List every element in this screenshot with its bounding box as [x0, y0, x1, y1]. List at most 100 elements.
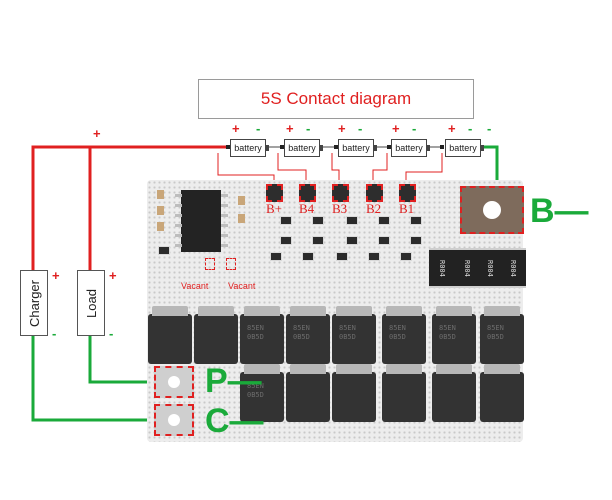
tap-wire-b3 — [331, 153, 340, 186]
smd-resistor — [280, 216, 292, 225]
cell-minus-sign: - — [306, 121, 311, 136]
cell-minus-sign: - — [487, 121, 492, 136]
tap-label-b2: B2 — [366, 201, 382, 216]
positive-wires — [31, 145, 230, 270]
smd-capacitor — [157, 190, 164, 199]
shunt-resistor-2: R004 — [454, 248, 480, 288]
cell-plus-sign: + — [392, 121, 400, 136]
vacant-label-2: Vacant — [228, 281, 256, 291]
battery-cell-1: battery — [230, 139, 269, 157]
load-minus-sign: - — [109, 326, 114, 341]
smd-transistor — [368, 252, 380, 261]
mosfet-marking: 85EN 0B5D — [247, 324, 264, 341]
cell-plus-sign: + — [232, 121, 240, 136]
tap-label-b4: B4 — [299, 201, 315, 216]
battery-cell-3: battery — [338, 139, 377, 157]
smd-transistor — [270, 252, 282, 261]
tap-label-b1: B1 — [399, 201, 415, 216]
smd-transistor — [378, 236, 390, 245]
charger-minus-sign: - — [52, 326, 57, 341]
smd-resistor — [346, 216, 358, 225]
tap-label-b-plus: B+ — [266, 201, 283, 216]
mosfet — [432, 364, 476, 422]
ic-pin — [175, 244, 182, 247]
charger-label: Charger — [26, 279, 42, 327]
vacant-pad-2 — [226, 258, 236, 270]
mosfet — [286, 364, 330, 422]
tap-wire-b2 — [372, 153, 388, 186]
cell-plus-sign: + — [448, 121, 456, 136]
smd-transistor — [400, 252, 412, 261]
tap-pad-b4 — [299, 184, 316, 202]
mosfet: 85EN 0B5D — [332, 306, 376, 364]
mosfet — [480, 364, 524, 422]
tap-pad-b3 — [332, 184, 349, 202]
main-positive-wire — [31, 145, 230, 270]
terminal-label-b-minus: B— — [530, 192, 589, 230]
ic-pin — [175, 204, 182, 207]
smd-resistor — [378, 216, 390, 225]
cell-minus-sign: - — [468, 121, 473, 136]
mosfet: 85EN 0B5D — [382, 306, 426, 364]
mounting-hole — [483, 201, 501, 219]
cell-minus-sign: - — [358, 121, 363, 136]
link-dot — [280, 145, 284, 149]
load-plus-sign: + — [109, 268, 117, 283]
c-minus-wire — [31, 334, 200, 422]
smd-capacitor — [238, 196, 245, 205]
ic-pin — [221, 234, 228, 237]
smd-capacitor — [238, 214, 245, 223]
tap-pad-b2 — [366, 184, 383, 202]
mounting-hole — [168, 414, 180, 426]
mosfet: 85EN 0B5D — [432, 306, 476, 364]
mosfet — [332, 364, 376, 422]
mosfet-marking: 85EN 0B5D — [439, 324, 456, 341]
mosfet-marking: 85EN 0B5D — [293, 324, 310, 341]
shunt-resistor-3: R004 — [477, 248, 503, 288]
ic-pin — [221, 214, 228, 217]
p-minus-pad — [154, 366, 194, 398]
tap-label-b3: B3 — [332, 201, 348, 216]
ic-pin — [221, 224, 228, 227]
smd-transistor — [346, 236, 358, 245]
load-box: Load — [77, 270, 105, 336]
link-dot — [226, 145, 230, 149]
smd-resistor — [410, 216, 422, 225]
b-minus-wire — [480, 145, 499, 186]
mosfet — [148, 306, 192, 364]
mosfet — [194, 306, 238, 364]
terminal-label-c-minus: C— — [205, 402, 264, 440]
cell-minus-sign: - — [256, 121, 261, 136]
mosfet-marking: 85EN 0B5D — [389, 324, 406, 341]
mounting-hole — [168, 376, 180, 388]
mosfet: 85EN 0B5D — [286, 306, 330, 364]
smd-resistor — [312, 216, 324, 225]
ic-pin — [175, 234, 182, 237]
charger-box: Charger — [20, 270, 48, 336]
shunt-resistor-4: R004 — [500, 248, 526, 288]
c-minus-pad — [154, 404, 194, 436]
ic-pin — [221, 194, 228, 197]
cell-link-dots — [226, 145, 444, 149]
smd-transistor — [280, 236, 292, 245]
tap-wire-b1 — [405, 153, 443, 186]
shunt-resistor-1: R004 — [429, 248, 455, 288]
terminal-label-p-minus: P— — [205, 362, 262, 400]
ic-pin — [221, 244, 228, 247]
cell-minus-sign: - — [412, 121, 417, 136]
tap-wire-b4 — [277, 153, 307, 186]
main-plus-sign: + — [93, 126, 101, 141]
control-ic — [181, 190, 221, 252]
b-minus-pad — [460, 186, 524, 234]
smd-capacitor — [157, 206, 164, 215]
link-dot — [440, 145, 444, 149]
mosfet-marking: 85EN 0B5D — [339, 324, 356, 341]
smd-transistor — [336, 252, 348, 261]
link-dot — [387, 145, 391, 149]
tap-pad-b-plus — [266, 184, 283, 202]
cell-plus-sign: + — [286, 121, 294, 136]
tap-pad-b1 — [399, 184, 416, 202]
smd-transistor — [302, 252, 314, 261]
battery-cell-2: battery — [284, 139, 323, 157]
